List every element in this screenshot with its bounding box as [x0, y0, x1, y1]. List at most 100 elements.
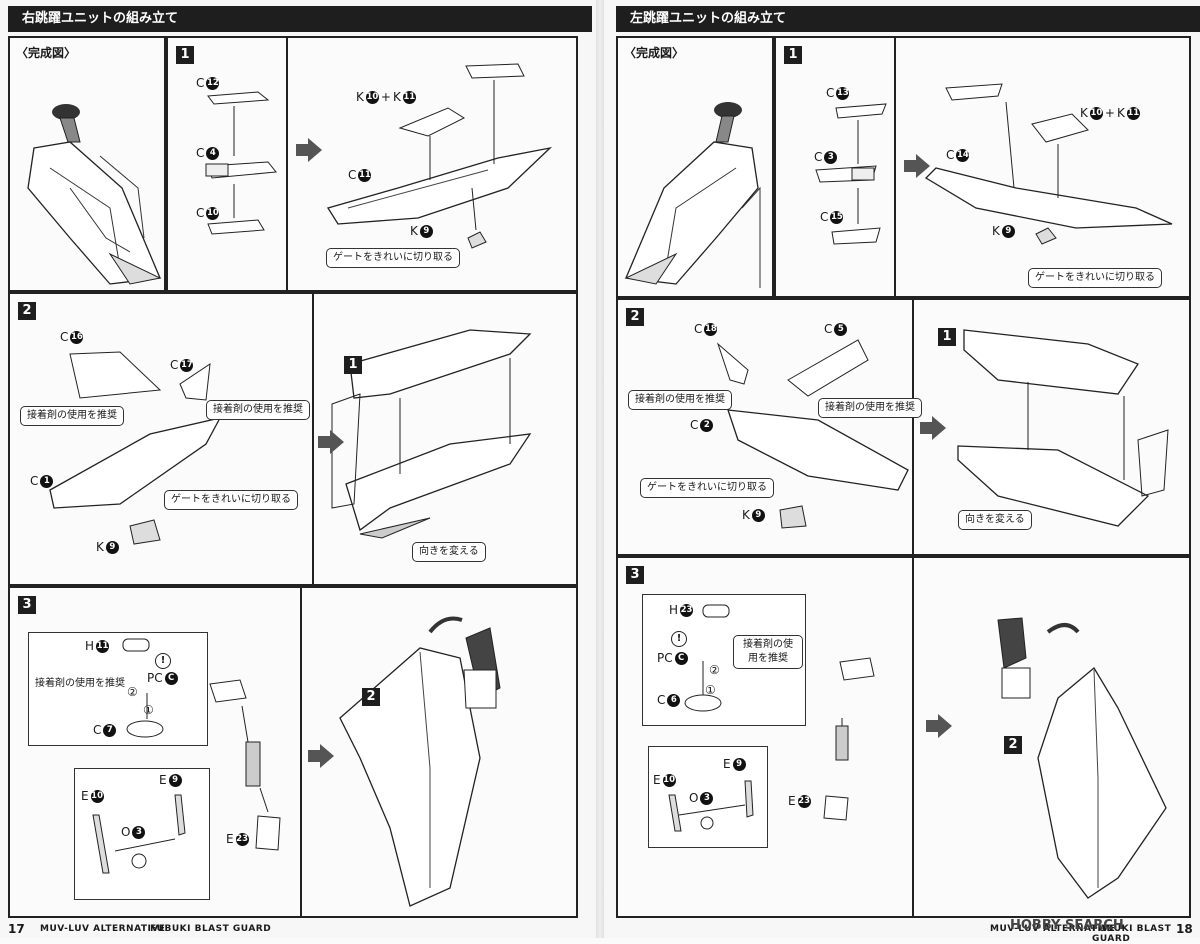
caution-icon: !	[671, 631, 687, 647]
right-step2-turn-note: 向きを変える	[958, 510, 1032, 530]
left-completed-label: 〈完成図〉	[16, 46, 77, 60]
right-completed-label: 〈完成図〉	[624, 46, 685, 60]
right-step3-inset-top-drawing	[684, 604, 730, 712]
left-step2-glue-note-a: 接着剤の使用を推奨	[20, 406, 124, 426]
left-footer-brand-a: MUV-LUV ALTERNATIVE	[40, 924, 166, 934]
left-step2-number: 2	[18, 302, 36, 320]
right-completed-frame: 〈完成図〉	[616, 36, 774, 298]
book-gutter	[594, 0, 606, 938]
right-step3-order-1: ①	[705, 683, 716, 697]
right-completed-illustration	[624, 102, 761, 288]
left-step3-order-1: ①	[143, 703, 154, 717]
left-page-title: 右跳躍ユニットの組み立て	[8, 6, 592, 32]
left-step2-glue-note-b: 接着剤の使用を推奨	[206, 400, 310, 420]
left-step1-divider	[286, 38, 288, 290]
left-step1-parts-illustration	[205, 63, 553, 249]
left-step3-order-2: ②	[127, 685, 138, 699]
right-step3-illustration	[823, 617, 1167, 899]
right-step3-inset-bottom-drawing	[668, 780, 754, 832]
left-step3-number: 3	[18, 596, 36, 614]
left-step3-glue-text: 接着剤の使用を推奨	[35, 678, 125, 689]
left-step1-gate-note: ゲートをきれいに切り取る	[326, 248, 460, 268]
left-completed-frame: 〈完成図〉	[8, 36, 166, 292]
right-step3-glue-note: 接着剤の使用を推奨	[733, 635, 803, 669]
left-step3-illustration	[209, 616, 501, 907]
right-footer-brand-a: MUV-LUV ALTERNATIVE	[990, 924, 1116, 934]
right-step1-number: 1	[784, 46, 802, 64]
right-step2-divider	[912, 300, 914, 554]
right-step3-divider	[912, 558, 914, 916]
left-step2-gate-note: ゲートをきれいに切り取る	[164, 490, 298, 510]
right-step1-gate-note: ゲートをきれいに切り取る	[1028, 268, 1162, 288]
right-step1-divider	[894, 38, 896, 296]
right-step1-parts-illustration	[815, 83, 1173, 245]
left-step3-inset-top-drawing	[122, 638, 164, 738]
right-step2-substep: 1	[938, 328, 956, 346]
right-page-number: 18	[1176, 922, 1193, 936]
right-step2-illustration	[716, 329, 1169, 529]
watermark-logo: HOBBY SEARCH	[1010, 918, 1124, 933]
left-step3-inset-bottom-drawing	[92, 794, 186, 874]
left-step3-substep: 2	[362, 688, 380, 706]
left-step2-turn-note: 向きを変える	[412, 542, 486, 562]
left-step1-number: 1	[176, 46, 194, 64]
right-step2-gate-note: ゲートをきれいに切り取る	[640, 478, 774, 498]
left-step2-substep: 1	[344, 356, 362, 374]
left-step3-divider	[300, 588, 302, 916]
left-page-number: 17	[8, 922, 25, 936]
right-step3-number: 3	[626, 566, 644, 584]
right-step2-glue-note-a: 接着剤の使用を推奨	[628, 390, 732, 410]
right-step3-substep: 2	[1004, 736, 1022, 754]
right-step3-order-2: ②	[709, 663, 720, 677]
caution-icon: !	[155, 653, 171, 669]
left-step2-illustration	[49, 329, 532, 545]
left-step2-divider	[312, 294, 314, 584]
right-step2-number: 2	[626, 308, 644, 326]
left-footer-brand-b: FUBUKI BLAST GUARD	[150, 924, 272, 934]
